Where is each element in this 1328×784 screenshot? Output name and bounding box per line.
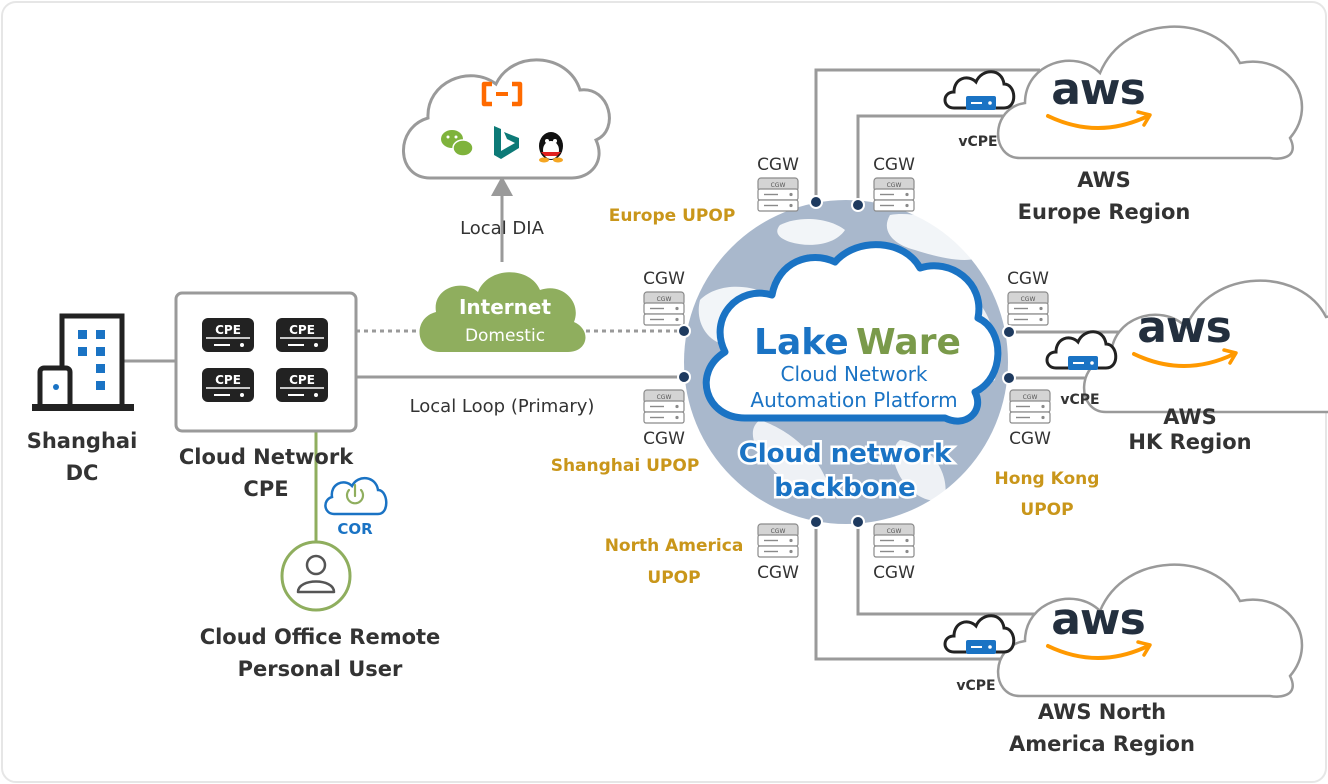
cpe-device-label: CPE (289, 373, 315, 387)
upop-hongkong-line2: UPOP (1020, 500, 1073, 520)
cgw-label: CGW (873, 155, 915, 175)
cpe-device-label: CPE (215, 323, 241, 337)
vcpe-label: vCPE (1060, 392, 1099, 408)
cgw-label: CGW (873, 563, 915, 583)
cgw-device[interactable]: CGW (873, 523, 915, 558)
platform-line2: Automation Platform (750, 388, 957, 412)
cgw-device[interactable]: CGW (643, 291, 685, 326)
aws-europe-label-line2: Europe Region (1018, 200, 1191, 224)
cgw-label: CGW (1009, 429, 1051, 449)
cpe-label-line1: Cloud Network (179, 445, 354, 469)
cpe-device-label: CPE (289, 323, 315, 337)
shanghai-dc-label-line2: DC (66, 461, 99, 485)
aws-hk-label-line1: AWS (1163, 405, 1217, 429)
aws-logo-text: aws (1051, 64, 1145, 115)
cpe-box[interactable]: CPE CPE CPE CPE (174, 291, 358, 433)
local-dia-label: Local DIA (460, 218, 545, 239)
cgw-label: CGW (757, 563, 799, 583)
remote-user-label-line2: Personal User (238, 657, 403, 681)
user-icon[interactable] (280, 540, 352, 612)
cpe-label-line2: CPE (243, 477, 288, 501)
power-cloud-icon (324, 477, 388, 516)
vcpe-label: vCPE (956, 678, 995, 694)
svg-text:CGW: CGW (887, 528, 902, 535)
svg-text:CGW: CGW (1021, 296, 1036, 303)
upop-northamerica-line2: UPOP (647, 568, 700, 588)
brand-lake: Lake (754, 322, 849, 363)
cor-label: COR (337, 520, 373, 538)
aws-logo-text: aws (1137, 302, 1231, 353)
internet-cloud[interactable] (419, 272, 586, 352)
svg-text:CGW: CGW (771, 182, 786, 189)
svg-text:CGW: CGW (1023, 394, 1038, 401)
upop-shanghai: Shanghai UPOP (551, 456, 700, 476)
cgw-device[interactable]: CGW (1007, 291, 1049, 326)
local-loop-label: Local Loop (Primary) (410, 396, 595, 417)
aws-europe-label-line1: AWS (1077, 168, 1131, 192)
platform-cloud (702, 241, 1002, 425)
cgw-label: CGW (643, 269, 685, 289)
upop-hongkong-line1: Hong Kong (995, 469, 1100, 489)
internet-subtitle: Domestic (465, 326, 545, 346)
aws-na-label-line2: America Region (1009, 732, 1195, 756)
cgw-device[interactable]: CGW (643, 389, 685, 424)
alibaba-cloud-icon (481, 81, 523, 107)
vcpe-label: vCPE (958, 134, 997, 150)
cgw-device[interactable]: CGW (873, 177, 915, 212)
internet-title: Internet (459, 295, 551, 319)
globe-connection-points (677, 195, 1016, 529)
svg-text:CGW: CGW (657, 296, 672, 303)
svg-text:CGW: CGW (657, 394, 672, 401)
upop-europe: Europe UPOP (609, 206, 736, 226)
qq-icon (539, 132, 563, 163)
cgw-device[interactable]: CGW (1009, 389, 1051, 424)
cgw-device[interactable]: CGW (757, 523, 799, 558)
upop-northamerica-line1: North America (605, 536, 744, 556)
aws-hk-label-line2: HK Region (1128, 430, 1251, 454)
building-icon (32, 313, 134, 411)
wechat-icon (441, 130, 474, 157)
backbone-line2: backbone (774, 473, 915, 503)
bing-icon (494, 126, 519, 159)
shanghai-dc-label-line1: Shanghai (27, 429, 138, 453)
platform-line1: Cloud Network (781, 362, 928, 386)
cgw-device[interactable]: CGW (757, 177, 799, 212)
svg-text:CGW: CGW (771, 528, 786, 535)
cgw-label: CGW (643, 429, 685, 449)
aws-logo-text: aws (1051, 594, 1145, 645)
remote-user-label-line1: Cloud Office Remote (200, 625, 441, 649)
cgw-label: CGW (757, 155, 799, 175)
cgw-label: CGW (1007, 269, 1049, 289)
svg-text:CGW: CGW (887, 182, 902, 189)
backbone-line1: Cloud network (739, 439, 952, 469)
cpe-device-label: CPE (215, 373, 241, 387)
brand-ware: Ware (856, 322, 961, 363)
aws-na-label-line1: AWS North (1038, 700, 1166, 724)
